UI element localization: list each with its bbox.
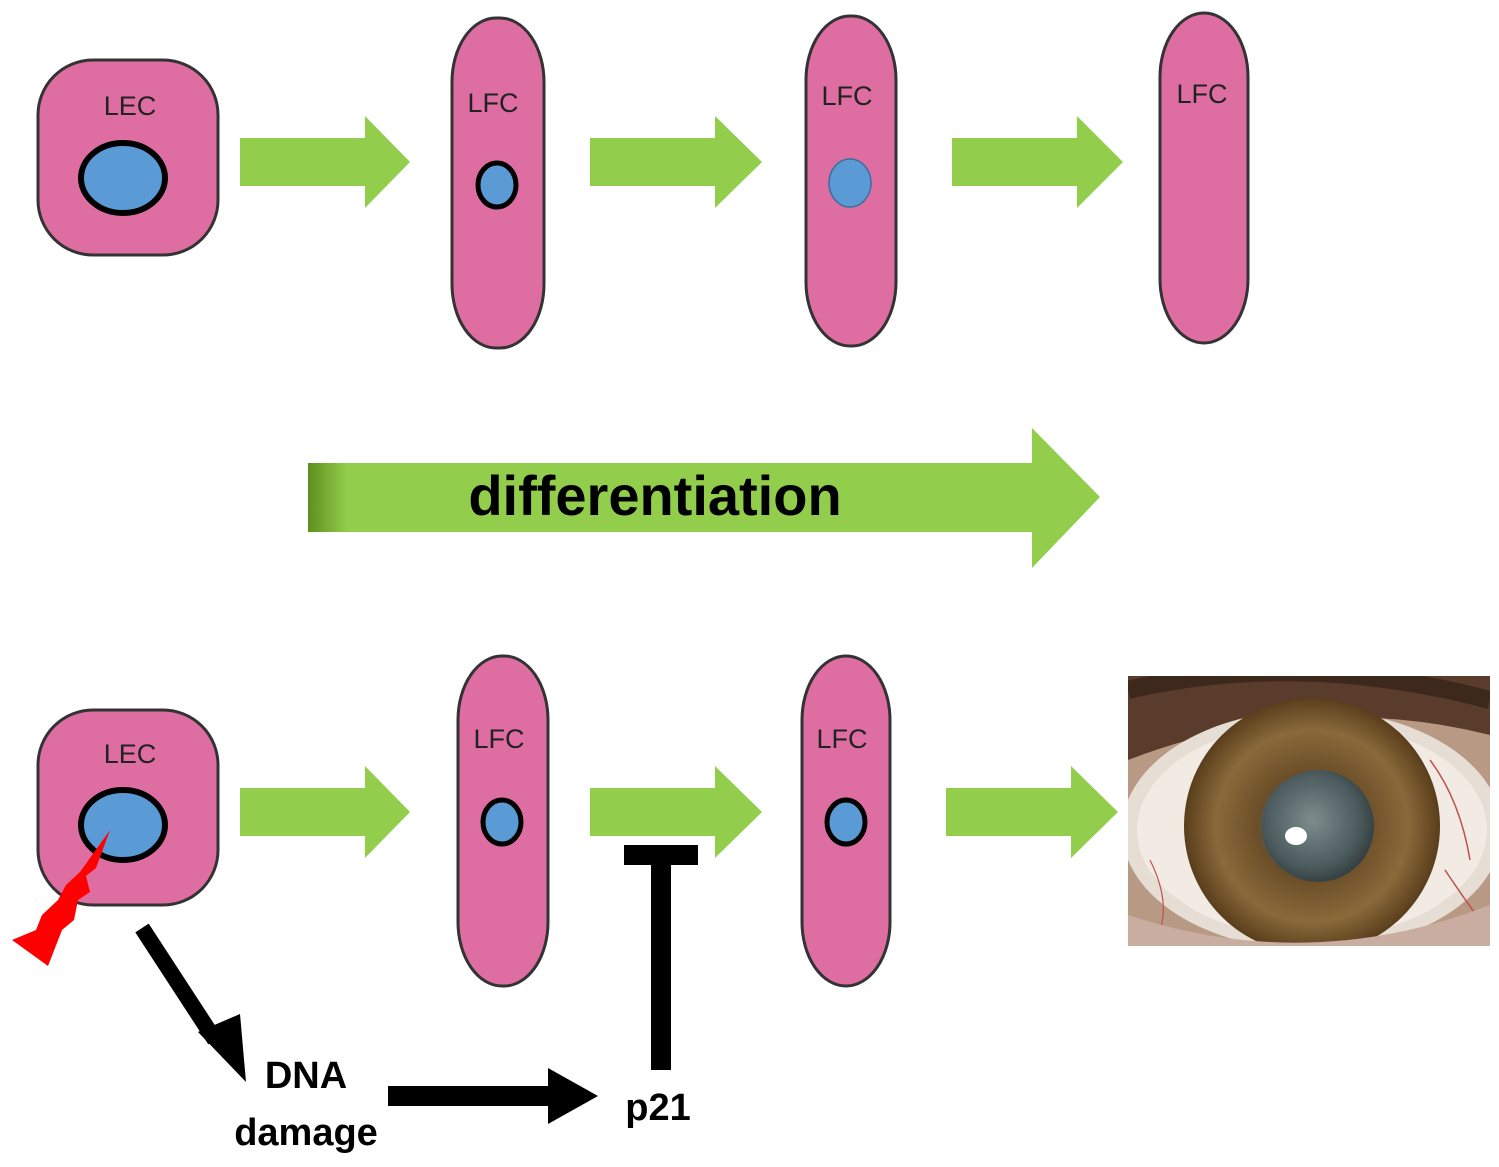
top-lfc-label-3: LFC xyxy=(821,81,872,111)
bottom-lec-cell: LEC xyxy=(36,708,220,907)
bottom-lfc-nucleus-3 xyxy=(824,797,868,847)
bottom-lfc-label-2: LFC xyxy=(473,724,524,754)
bottom-arrow-3 xyxy=(946,766,1118,858)
differentiation-arrow: differentiation xyxy=(308,428,1100,568)
bottom-lec-nucleus xyxy=(78,787,168,863)
top-arrow-2 xyxy=(590,116,762,208)
top-lfc-cell-3: LFC xyxy=(804,14,898,348)
bottom-arrow-1 xyxy=(240,766,410,858)
lightning-bolt-icon xyxy=(12,830,110,966)
top-lfc-cell-4: LFC xyxy=(1158,11,1250,345)
differentiation-label: differentiation xyxy=(468,464,841,527)
bottom-lec-label: LEC xyxy=(104,739,157,769)
top-lec-label: LEC xyxy=(104,91,157,121)
p21-label: p21 xyxy=(625,1087,690,1129)
top-lfc-nucleus-2 xyxy=(475,160,519,210)
bottom-lfc-cell-2: LFC xyxy=(456,654,550,988)
bottom-arrow-2 xyxy=(590,766,762,858)
dna-damage-line2: damage xyxy=(234,1112,378,1154)
bottom-lfc-cell-3: LFC xyxy=(800,654,892,988)
dna-damage-line1: DNA xyxy=(265,1055,347,1097)
lec-to-dna-arrow xyxy=(135,923,246,1082)
top-row: LEC LFC LFC LFC xyxy=(36,11,1250,350)
top-lfc-cell-2: LFC xyxy=(450,16,546,350)
top-lec-nucleus xyxy=(78,140,168,216)
top-arrow-1 xyxy=(240,116,410,208)
bottom-lfc-label-3: LFC xyxy=(816,724,867,754)
bottom-lfc-nucleus-2 xyxy=(480,797,524,847)
cataract-eye-photo xyxy=(1128,676,1490,946)
top-lfc-nucleus-3 xyxy=(828,158,872,208)
top-lec-cell: LEC xyxy=(36,58,220,257)
pathway: DNA damage p21 xyxy=(135,845,698,1154)
p21-inhibition-bar xyxy=(624,845,698,1070)
bottom-row: LEC LFC LFC xyxy=(12,654,1490,988)
dna-to-p21-arrow xyxy=(388,1068,598,1124)
top-arrow-3 xyxy=(952,116,1123,208)
top-lfc-label-4: LFC xyxy=(1176,79,1227,109)
top-lfc-label-2: LFC xyxy=(467,88,518,118)
